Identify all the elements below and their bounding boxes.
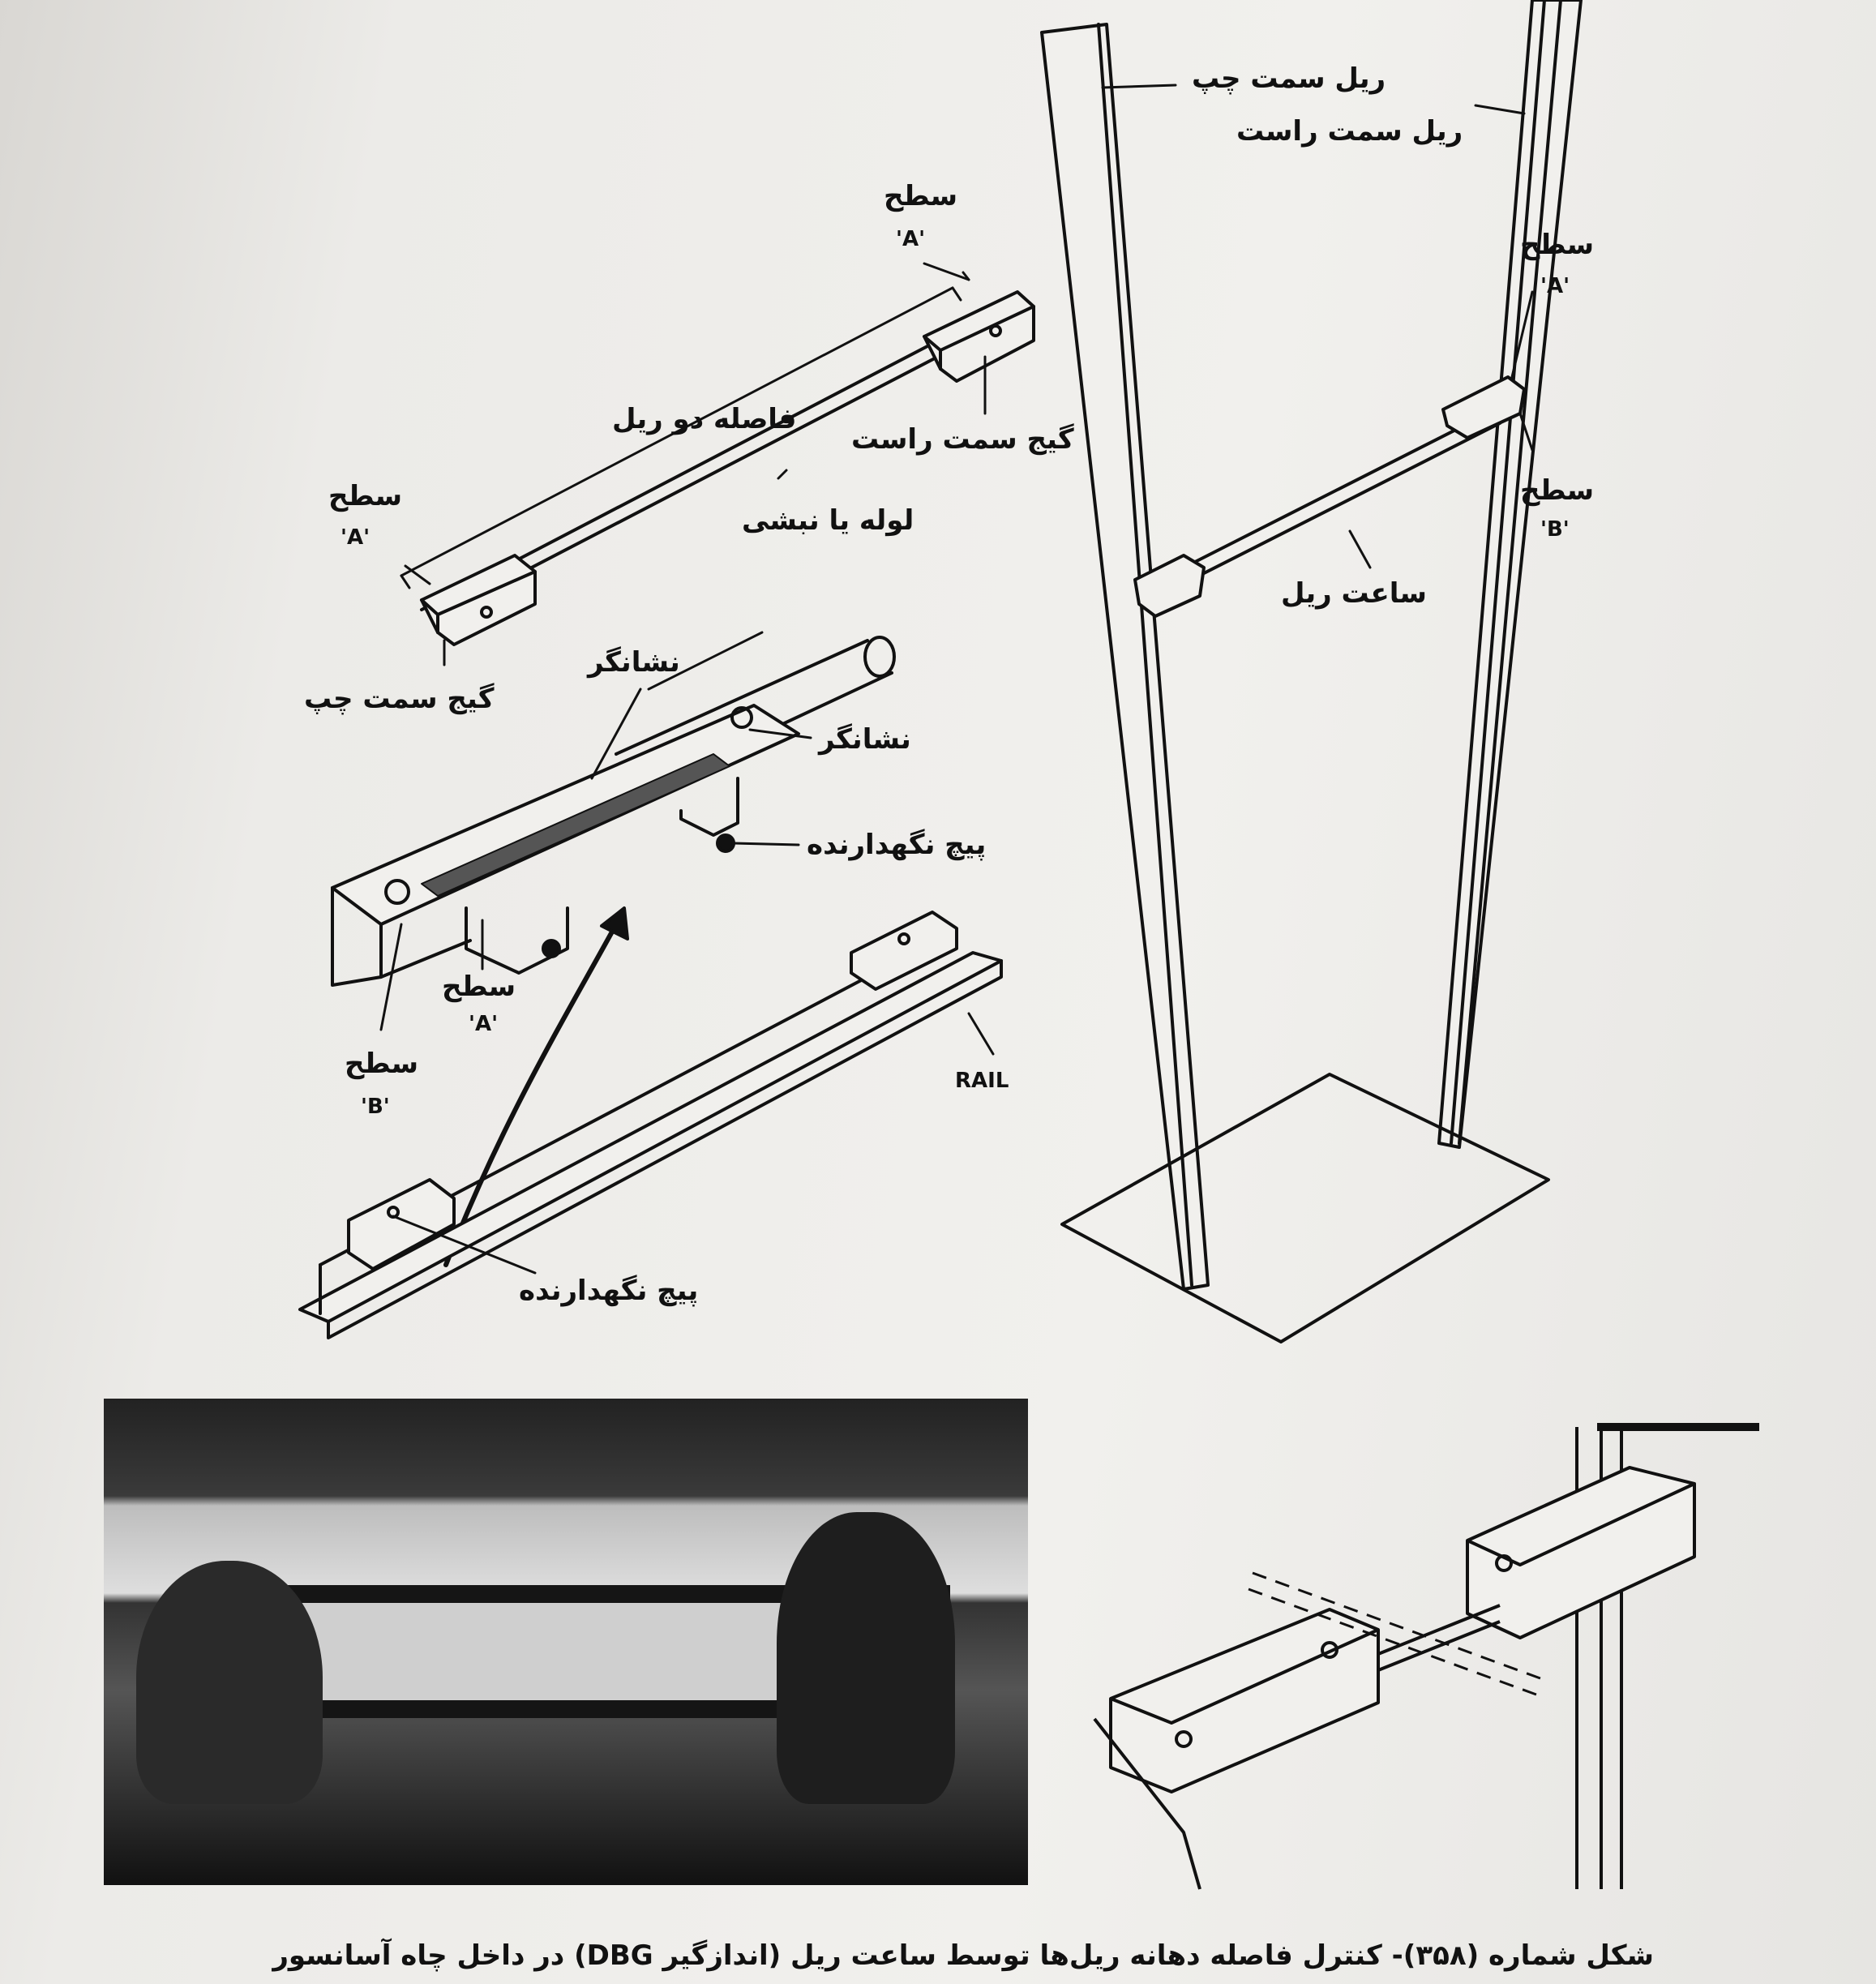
label-surface-b-closeup: سطح — [345, 1048, 419, 1080]
label-holding-screw-bottom: پیچ نگهدارنده — [519, 1275, 699, 1307]
label-surface-b-right-code: 'B' — [1540, 517, 1570, 542]
gauge-assembly-diagram — [400, 262, 1035, 666]
label-rail-distance: فاصله دو ریل — [612, 403, 797, 435]
label-indicator-top: نشانگر — [588, 646, 680, 679]
label-surface-b-right: سطح — [1520, 474, 1595, 507]
figure-caption: شکل شماره (۳۵۸)- کنترل فاصله دهانه ریل‌ه… — [272, 1939, 1654, 1972]
transfer-arrow-head — [600, 906, 629, 941]
label-surface-a-top: سطح — [884, 180, 958, 212]
label-rail-en: RAIL — [955, 1069, 1009, 1093]
gauge-closeup-diagram — [331, 631, 896, 1031]
transfer-arrow — [443, 922, 619, 1267]
label-left-gauge: گیج سمت چپ — [304, 683, 495, 715]
label-pipe-or-angle: لوله یا نبشی — [742, 504, 914, 537]
label-right-rail: ریل سمت راست — [1236, 115, 1463, 148]
label-surface-a-top-code: 'A' — [896, 227, 926, 251]
label-right-gauge: گیج سمت راست — [851, 423, 1074, 456]
photo-worker-left — [136, 1561, 323, 1804]
label-surface-a-right-code: 'A' — [1540, 274, 1570, 298]
label-surface-a-left: سطح — [328, 480, 403, 512]
label-rail-gauge: ساعت ریل — [1281, 577, 1427, 610]
label-surface-a-closeup-code: 'A' — [469, 1012, 499, 1036]
label-surface-a-right: سطح — [1520, 229, 1595, 261]
vertical-rails-diagram — [1040, 0, 1583, 1343]
site-photo — [104, 1399, 1028, 1885]
label-surface-b-closeup-code: 'B' — [361, 1095, 390, 1119]
rail-diagram — [298, 911, 1003, 1339]
label-surface-a-closeup: سطح — [442, 971, 516, 1003]
label-indicator-right: نشانگر — [819, 723, 911, 756]
label-surface-a-left-code: 'A' — [341, 525, 370, 550]
label-left-rail: ریل سمت چپ — [1192, 62, 1386, 95]
label-holding-screw-top: پیچ نگهدارنده — [807, 829, 987, 861]
photo-worker-right — [777, 1512, 955, 1804]
